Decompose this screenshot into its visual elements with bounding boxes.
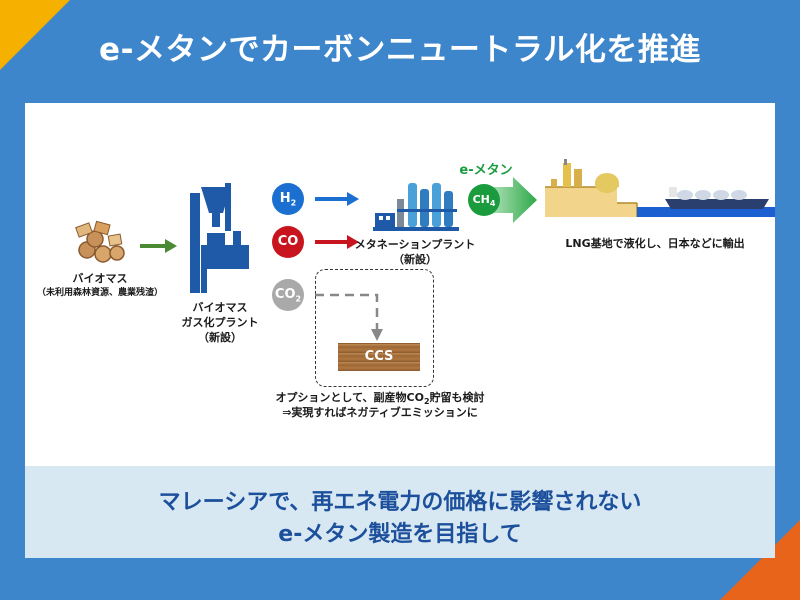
caption-band: マレーシアで、再エネ電力の価格に影響されない e-メタン製造を目指して: [25, 466, 775, 558]
corner-accent-top-left: [0, 0, 70, 70]
biomass-wood-icon: [75, 220, 125, 263]
slide-title: e-メタンでカーボンニュートラル化を推進: [99, 32, 701, 68]
gasification-plant-icon: [190, 183, 249, 293]
lng-terminal-icon: [545, 159, 775, 217]
ccs-label: CCS: [338, 343, 420, 371]
h2-circle: H2: [272, 183, 304, 215]
co-circle: CO: [272, 226, 304, 258]
ccs-option-box: [315, 269, 434, 387]
gasification-label-3: （新設）: [198, 331, 242, 344]
co2-circle: CO2: [272, 279, 304, 311]
ch4-circle: CH4: [468, 184, 500, 216]
methanation-label-2: （新設）: [393, 253, 437, 266]
gasification-label-1: バイオマス: [192, 301, 248, 314]
e-methane-label: e-メタン: [459, 163, 513, 178]
process-diagram: バイオマス （未利用森林資源、農業残渣） バイオマス ガス化プラント （新設） …: [25, 103, 775, 463]
arrow-h2-to-methanation: [315, 192, 359, 206]
caption-line-1: マレーシアで、再エネ電力の価格に影響されない: [158, 490, 642, 515]
arrow-co2-to-ccs: [315, 293, 383, 341]
arrow-co-to-methanation: [315, 235, 359, 249]
caption-line-2: e-メタン製造を目指して: [278, 522, 522, 547]
biomass-note: （未利用森林資源、農業残渣）: [36, 288, 163, 298]
option-text-2: ⇒実現すればネガティブエミッションに: [282, 406, 478, 419]
biomass-label: バイオマス: [72, 272, 128, 285]
lng-export-label: LNG基地で液化し、日本などに輸出: [565, 237, 745, 250]
diagram-graphics: [75, 159, 775, 341]
methanation-label-1: メタネーションプラント: [354, 238, 476, 251]
methanation-plant-icon: [373, 183, 459, 231]
e-methane-arrow: [485, 177, 537, 223]
lng-ship-icon: [665, 187, 769, 209]
option-text-1: オプションとして、副産物CO2貯留も検討: [275, 391, 485, 407]
gasification-label-2: ガス化プラント: [181, 316, 259, 329]
arrow-biomass-to-plant: [140, 239, 177, 253]
